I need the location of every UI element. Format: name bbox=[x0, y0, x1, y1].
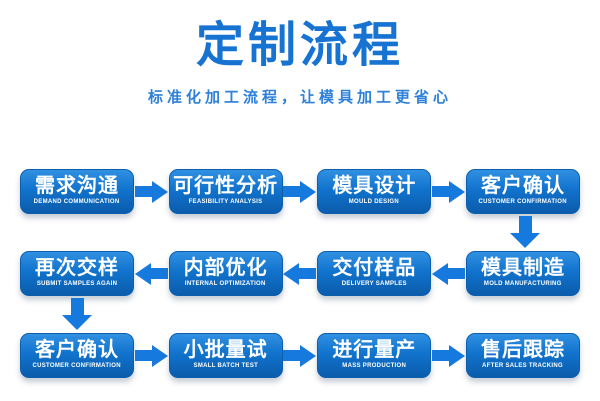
step-mass-production: 进行量产 MASS PRODUCTION bbox=[317, 333, 432, 378]
step-label-zh: 小批量试 bbox=[183, 338, 268, 361]
step-label-zh: 客户确认 bbox=[480, 174, 565, 197]
step-label-zh: 客户确认 bbox=[35, 338, 119, 361]
arrow-right-icon bbox=[134, 180, 168, 203]
step-label-zh: 可行性分析 bbox=[173, 174, 279, 197]
step-label-zh: 内部优化 bbox=[183, 256, 268, 279]
arrow-right-icon bbox=[134, 344, 168, 367]
step-submit-samples-again: 再次交样 SUBMIT SAMPLES AGAIN bbox=[20, 251, 134, 296]
page-subtitle: 标准化加工流程，让模具加工更省心 bbox=[147, 89, 452, 106]
arrow-down-icon bbox=[510, 216, 540, 248]
step-label-en: MASS PRODUCTION bbox=[342, 361, 407, 369]
arrow-left-icon bbox=[283, 262, 317, 285]
step-label-en: MOULD DESIGN bbox=[349, 197, 400, 205]
step-label-en: SUBMIT SAMPLES AGAIN bbox=[36, 279, 118, 287]
step-demand-communication: 需求沟通 DEMAND COMMUNICATION bbox=[20, 169, 134, 214]
step-label-zh: 进行量产 bbox=[332, 338, 417, 361]
step-label-en: CUSTOMER CONFIRMATION bbox=[32, 361, 122, 369]
step-label-zh: 售后跟踪 bbox=[480, 338, 565, 361]
step-small-batch-test: 小批量试 SMALL BATCH TEST bbox=[168, 333, 283, 378]
step-label-en: DEMAND COMMUNICATION bbox=[34, 197, 120, 205]
arrow-right-icon bbox=[283, 344, 317, 367]
step-label-en: DELIVERY SAMPLES bbox=[341, 279, 407, 287]
flowchart: 需求沟通 DEMAND COMMUNICATION 可行性分析 FEASIBIL… bbox=[20, 169, 580, 379]
flow-row-2: 再次交样 SUBMIT SAMPLES AGAIN 内部优化 INTERNAL … bbox=[20, 251, 580, 296]
step-label-en: FEASIBILITY ANALYSIS bbox=[188, 197, 263, 205]
step-label-zh: 模具制造 bbox=[480, 256, 565, 279]
step-customer-confirmation-1: 客户确认 CUSTOMER CONFIRMATION bbox=[465, 169, 580, 214]
arrow-left-icon bbox=[134, 262, 168, 285]
flow-row-1: 需求沟通 DEMAND COMMUNICATION 可行性分析 FEASIBIL… bbox=[20, 169, 580, 214]
arrow-down-icon bbox=[62, 298, 92, 330]
step-label-zh: 交付样品 bbox=[332, 256, 417, 279]
step-mold-manufacturing: 模具制造 MOLD MANUFACTURING bbox=[465, 251, 580, 296]
step-label-zh: 模具设计 bbox=[332, 174, 417, 197]
arrow-left-icon bbox=[432, 262, 466, 285]
arrow-right-icon bbox=[432, 180, 466, 203]
arrow-right-icon bbox=[283, 180, 317, 203]
page-title: 定制流程 bbox=[195, 19, 404, 72]
step-after-sales-tracking: 售后跟踪 AFTER SALES TRACKING bbox=[465, 333, 580, 378]
step-mould-design: 模具设计 MOULD DESIGN bbox=[317, 169, 432, 214]
step-label-en: AFTER SALES TRACKING bbox=[482, 361, 564, 369]
step-label-en: CUSTOMER CONFIRMATION bbox=[478, 197, 568, 205]
step-customer-confirmation-2: 客户确认 CUSTOMER CONFIRMATION bbox=[20, 333, 134, 378]
step-label-en: SMALL BATCH TEST bbox=[193, 361, 258, 369]
step-label-zh: 需求沟通 bbox=[35, 174, 119, 197]
step-delivery-samples: 交付样品 DELIVERY SAMPLES bbox=[317, 251, 432, 296]
step-label-en: MOLD MANUFACTURING bbox=[484, 279, 562, 287]
step-label-zh: 再次交样 bbox=[35, 256, 119, 279]
arrow-right-icon bbox=[432, 344, 466, 367]
step-internal-optimization: 内部优化 INTERNAL OPTIMIZATION bbox=[168, 251, 283, 296]
step-label-en: INTERNAL OPTIMIZATION bbox=[185, 279, 267, 287]
flow-row-3: 客户确认 CUSTOMER CONFIRMATION 小批量试 SMALL BA… bbox=[20, 333, 580, 378]
step-feasibility-analysis: 可行性分析 FEASIBILITY ANALYSIS bbox=[168, 169, 283, 214]
